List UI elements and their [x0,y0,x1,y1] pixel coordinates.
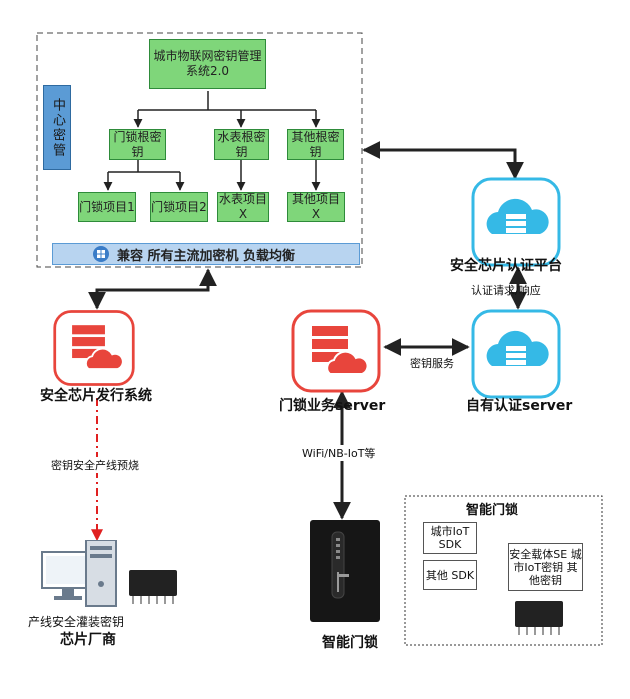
root-key-label: 水表根密钥 [217,129,266,159]
lock-server-label: 门锁业务server [279,398,386,414]
root-key-label: 其他根密钥 [291,129,340,159]
kms-title-box: 城市物联网密钥管理系统2.0 [149,39,266,89]
root-key-label: 门锁根密钥 [113,129,162,159]
smart-lock-frame [404,495,603,646]
city-iot-sdk-box: 城市IoT SDK [423,522,477,554]
chip-icon [125,566,181,606]
sdk-label: 城市IoT SDK [430,525,470,551]
smart-lock-device [310,520,380,622]
server-icon [290,308,382,394]
smart-lock-box-title: 智能门锁 [466,503,519,518]
own-auth-label: 自有认证server [466,398,573,414]
se-box: 安全载体SE 城市IoT密钥 其他密钥 [508,543,583,591]
pc-icon [40,539,120,610]
chip-icon [510,597,568,637]
project-lock-2: 门锁项目2 [150,192,208,222]
root-key-lock: 门锁根密钥 [109,129,166,160]
chip-auth-label: 安全芯片认证平台 [450,258,562,274]
side-label-text: 中心密管 [50,97,65,158]
auth-req-label: 认证请求/响应 [471,284,541,297]
project-other-x: 其他项目X [287,192,345,222]
se-label: 安全载体SE 城市IoT密钥 其他密钥 [509,547,582,587]
smart-lock-label: 智能门锁 [322,635,378,651]
compat-bar: 兼容 所有主流加密机 负载均衡 [52,243,360,265]
cloud-server-icon [470,308,562,400]
project-water-x: 水表项目X [217,192,269,222]
cloud-server-icon [470,176,562,268]
factory-inject-label: 产线安全灌装密钥 [28,615,125,629]
key-service-label: 密钥服务 [410,357,454,370]
project-label: 其他项目X [291,192,340,221]
project-label: 水表项目X [218,192,267,221]
compat-text: 兼容 所有主流加密机 负载均衡 [117,248,296,264]
project-label: 门锁项目2 [151,199,207,214]
chip-vendor-label: 芯片厂商 [60,632,116,648]
root-key-water: 水表根密钥 [214,129,269,160]
center-key-mgmt-label: 中心密管 [43,85,71,170]
sdk-label: 其他 SDK [425,568,475,582]
preburn-label: 密钥安全产线预烧 [51,457,139,473]
root-key-other: 其他根密钥 [287,129,344,160]
chip-issue-label: 安全芯片发行系统 [40,388,152,404]
windows-icon [93,246,109,262]
system-frame [36,32,363,268]
project-lock-1: 门锁项目1 [78,192,136,222]
kms-title: 城市物联网密钥管理系统2.0 [153,49,262,78]
project-label: 门锁项目1 [79,199,135,214]
wifi-label: WiFi/NB-IoT等 [302,445,376,461]
server-icon [52,308,136,388]
other-sdk-box: 其他 SDK [423,560,477,590]
